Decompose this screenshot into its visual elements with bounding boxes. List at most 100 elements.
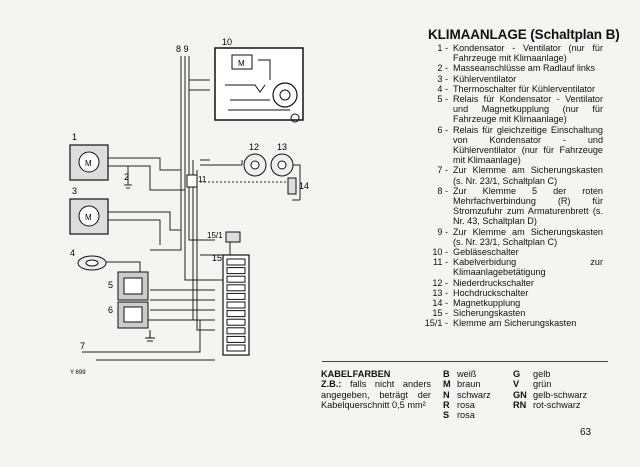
legend-text: Kondensator - Ventilator (nur für Fahrze… [453,43,603,64]
label-1: 1 [72,132,77,142]
color-code: B [443,369,450,379]
legend-number: 3 - [437,73,448,84]
radiator-fan-3 [69,198,109,235]
cable-colors-note: KABELFARBEN Z.B.: falls nicht anders ang… [321,369,431,410]
fuse-slot [226,275,246,283]
fuse-slot [226,258,246,266]
color-name: weiß [457,369,477,379]
legend-item: 13 - Hochdruckschalter [421,288,603,298]
fuse-box-15 [222,254,250,356]
fuse-slot [226,267,246,275]
legend-text: Zur Klemme am Sicherungskasten (s. Nr. 2… [453,226,603,247]
figure-code: Y 699 [70,370,86,376]
legend-text: Zur Klemme am Sicherungskasten (s. Nr. 2… [453,165,603,186]
legend-number: 15/1 - [424,318,448,329]
legend-item: 15 - Sicherungskasten [421,308,603,318]
cable-colors-example: Z.B.: falls nicht anders angegeben, betr… [321,379,431,410]
color-code: M [443,379,451,390]
relay-5 [117,271,149,301]
legend-item: 1 - Kondensator - Ventilator (nur für Fah… [421,43,603,63]
legend-number: 2 - [437,63,448,74]
legend-number: 4 - [437,83,448,94]
color-name: rot-schwarz [533,399,581,410]
fuse-slot [226,301,246,309]
low-pressure-switch-12 [243,153,267,177]
legend-item: 12 -Niederdruckschalter [421,278,603,288]
legend-text: Relais für gleichzeitige Einschaltung vo… [453,124,603,166]
label-7: 7 [80,341,85,351]
legend-item: 4 - Thermoschalter für Kühlerventilator [421,84,603,94]
label-8-9: 8 9 [176,44,189,54]
legend-number: 15 - [432,308,448,319]
legend-number: 1 - [437,43,448,53]
legend-text: Magnetkupplung [453,298,521,309]
legend-number: 9 - [437,226,448,237]
color-name: gelb-schwarz [533,389,588,400]
fuse-slot [226,344,246,352]
color-name: gelb [533,369,551,379]
legend-text: Thermoschalter für Kühlerventilator [453,83,596,94]
legend-number: 5 - [437,94,448,105]
motor-label-1: M [85,159,92,168]
color-code: S [443,410,450,421]
label-4: 4 [70,248,75,258]
label-14: 14 [299,181,309,191]
legend-item: 5 - Relais für Kondensator - Ventilator u… [421,94,603,125]
color-code: R [443,399,450,410]
label-3: 3 [72,186,77,196]
legend-item: 7 - Zur Klemme am Sicherungskasten (s. Nr… [421,165,603,185]
label-2: 2 [124,172,129,182]
wiring-diagram: M M M [69,37,309,376]
legend-number: 11 - [433,257,448,268]
legend-number: 8 - [437,185,448,196]
color-name: grün [533,379,552,390]
legend-text: Hochdruckschalter [453,287,529,298]
label-15-1: 15/1 [207,231,223,240]
color-code: GN [513,389,527,400]
motor-label-10: M [238,59,245,68]
legend-text: Relais für Kondensator - Ventilator und … [453,94,603,125]
legend-number: 13 - [432,287,448,298]
condenser-fan-1 [69,144,109,181]
legend-item: 10 -Gebläseschalter [421,247,603,257]
fuse-slot [226,310,246,318]
color-code: N [443,389,450,400]
legend-number: 7 - [437,165,448,176]
thermo-switch-4 [77,255,107,271]
legend-item: 3 -Kühlerventilator [421,74,603,84]
fuse-box-terminal-15-1 [225,231,241,243]
high-pressure-switch-13 [270,153,294,177]
legend-number: 14 - [432,298,448,309]
relay-6 [117,301,149,329]
blower-switch-10 [214,47,304,123]
motor-label-3: M [85,213,92,222]
fuse-slot [226,327,246,335]
legend-item: 8 -Zur Klemme 5 der roten Mehrfachverbin… [421,186,603,227]
fuse-slot [226,292,246,300]
legend-text: Kabelverbidung zur Klimaanlagebetätigung [453,257,603,278]
label-5: 5 [108,280,113,290]
label-6: 6 [108,305,113,315]
legend-item: 14 - Magnetkupplung [421,298,603,308]
fuse-slot [226,335,246,343]
magnetic-clutch-14 [287,177,297,195]
label-10: 10 [222,37,232,47]
label-12: 12 [249,142,259,152]
cable-connector-11 [186,174,198,188]
legend-text: Sicherungskasten [453,308,526,319]
color-name: rosa [457,399,475,410]
component-legend: 1 - Kondensator - Ventilator (nur für Fah… [421,43,603,329]
legend-number: 6 - [437,124,448,135]
legend-number: 10 - [432,247,448,258]
divider-line [322,361,608,362]
label-15: 15 [212,253,222,263]
legend-text: Klemme am Sicherungskasten [453,318,577,329]
